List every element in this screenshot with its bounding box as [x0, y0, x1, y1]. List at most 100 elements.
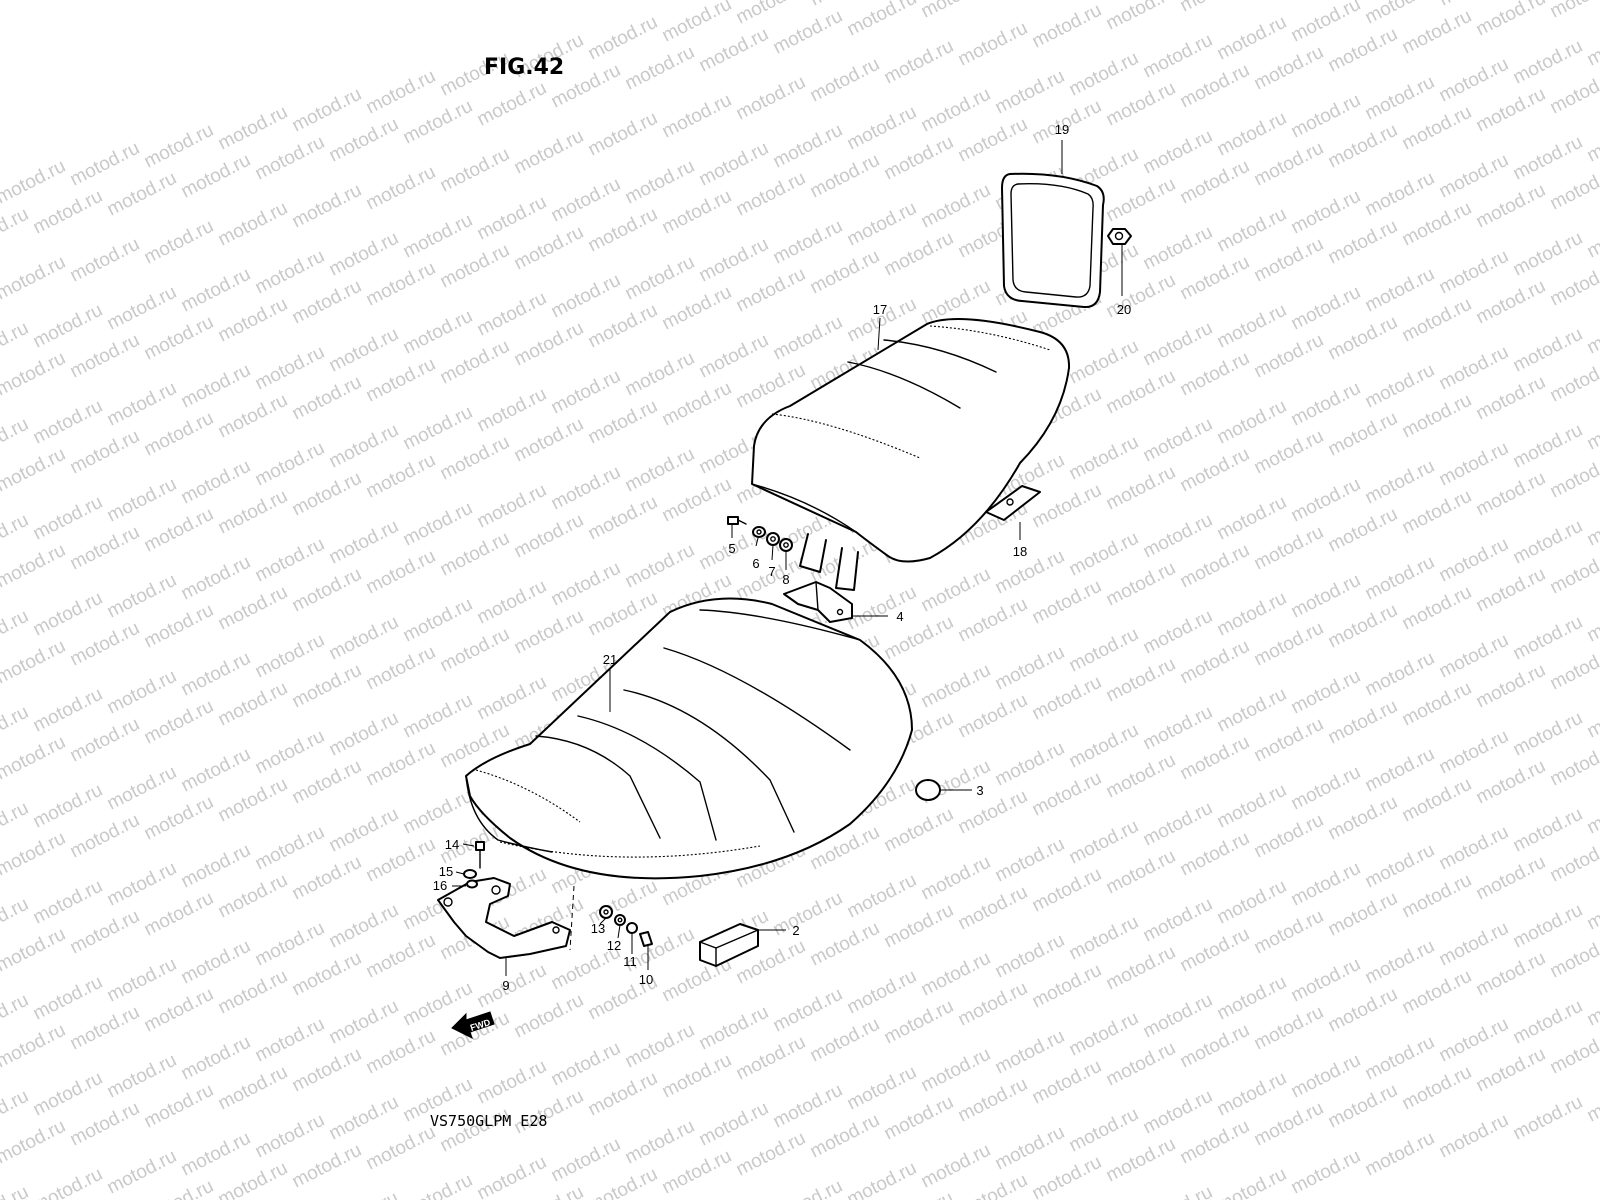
- watermark-text: motod.ru: [326, 228, 402, 281]
- watermark-text: motod.ru: [1399, 678, 1475, 731]
- watermark-text: motod.ru: [1362, 456, 1438, 509]
- watermark-text: motod.ru: [548, 462, 624, 515]
- watermark-text: motod.ru: [511, 990, 587, 1043]
- watermark-text: motod.ru: [1103, 366, 1179, 419]
- watermark-text: motod.ru: [0, 444, 69, 497]
- watermark-text: motod.ru: [1177, 1020, 1253, 1073]
- watermark-text: motod.ru: [1251, 42, 1327, 95]
- watermark-text: motod.ru: [30, 396, 106, 449]
- watermark-text: motod.ru: [955, 594, 1031, 647]
- watermark-text: motod.ru: [770, 1176, 846, 1200]
- callout-7: 7: [768, 564, 775, 579]
- watermark-text: motod.ru: [400, 594, 476, 647]
- callout-14: 14: [445, 837, 459, 852]
- watermark-text: motod.ru: [844, 198, 920, 251]
- watermark-text: motod.ru: [881, 612, 957, 665]
- watermark-text: motod.ru: [1066, 432, 1142, 485]
- callout-13: 13: [591, 921, 605, 936]
- watermark-text: motod.ru: [511, 126, 587, 179]
- watermark-text: motod.ru: [400, 690, 476, 743]
- watermark-text: motod.ru: [1436, 54, 1512, 107]
- watermark-text: motod.ru: [1473, 660, 1549, 713]
- watermark-text: motod.ru: [1288, 186, 1364, 239]
- watermark-text: motod.ru: [622, 540, 698, 593]
- watermark-text: motod.ru: [104, 954, 180, 1007]
- watermark-text: motod.ru: [1547, 738, 1600, 791]
- watermark-text: motod.ru: [67, 810, 143, 863]
- watermark-text: motod.ru: [289, 660, 365, 713]
- watermark-text: motod.ru: [1177, 0, 1253, 16]
- watermark-text: motod.ru: [0, 636, 69, 689]
- watermark-text: motod.ru: [1029, 1056, 1105, 1109]
- watermark-text: motod.ru: [1399, 102, 1475, 155]
- watermark-text: motod.ru: [1436, 918, 1512, 971]
- watermark-text: motod.ru: [400, 498, 476, 551]
- watermark-text: motod.ru: [1288, 282, 1364, 335]
- watermark-text: motod.ru: [1362, 936, 1438, 989]
- watermark-text: motod.ru: [1214, 492, 1290, 545]
- watermark-text: motod.ru: [1547, 354, 1600, 407]
- watermark-text: motod.ru: [326, 708, 402, 761]
- callout-2: 2: [792, 923, 799, 938]
- callout-21: 21: [603, 652, 617, 667]
- watermark-text: motod.ru: [1436, 822, 1512, 875]
- watermark-text: motod.ru: [363, 258, 439, 311]
- watermark-text: motod.ru: [992, 642, 1068, 695]
- watermark-text: motod.ru: [400, 306, 476, 359]
- watermark-text: motod.ru: [30, 1068, 106, 1121]
- callout-16: 16: [433, 878, 447, 893]
- watermark-text: motod.ru: [1214, 780, 1290, 833]
- watermark-text: motod.ru: [1399, 774, 1475, 827]
- watermark-text: motod.ru: [104, 168, 180, 221]
- watermark-text: motod.ru: [1325, 600, 1401, 653]
- watermark-text: motod.ru: [326, 420, 402, 473]
- watermark-text: motod.ru: [955, 786, 1031, 839]
- callout-4: 4: [896, 609, 903, 624]
- watermark-text: motod.ru: [696, 1098, 772, 1151]
- watermark-text: motod.ru: [1251, 138, 1327, 191]
- watermark-text: motod.ru: [1140, 606, 1216, 659]
- watermark-text: motod.ru: [67, 1002, 143, 1055]
- watermark-text: motod.ru: [696, 234, 772, 287]
- watermark-text: motod.ru: [1473, 852, 1549, 905]
- watermark-text: motod.ru: [1510, 804, 1586, 857]
- watermark-text: motod.ru: [807, 918, 883, 971]
- watermark-text: motod.ru: [289, 948, 365, 1001]
- watermark-text: motod.ru: [1214, 1068, 1290, 1121]
- watermark-text: motod.ru: [1103, 750, 1179, 803]
- watermark-text: motod.ru: [326, 114, 402, 167]
- watermark-text: motod.ru: [770, 312, 846, 365]
- watermark-text: motod.ru: [733, 1128, 809, 1181]
- watermark-text: motod.ru: [1214, 684, 1290, 737]
- watermark-text: motod.ru: [0, 204, 32, 257]
- watermark-text: motod.ru: [474, 672, 550, 725]
- watermark-text: motod.ru: [252, 438, 328, 491]
- watermark-text: motod.ru: [511, 414, 587, 467]
- watermark-text: motod.ru: [1399, 6, 1475, 59]
- watermark-text: motod.ru: [215, 198, 291, 251]
- watermark-text: motod.ru: [955, 1074, 1031, 1127]
- watermark-text: motod.ru: [1436, 150, 1512, 203]
- watermark-text: motod.ru: [178, 150, 254, 203]
- watermark-text: motod.ru: [1510, 420, 1586, 473]
- watermark-text: motod.ru: [0, 828, 69, 881]
- watermark-text: motod.ru: [289, 468, 365, 521]
- watermark-text: motod.ru: [141, 696, 217, 749]
- watermark-text: motod.ru: [1362, 72, 1438, 125]
- callout-12: 12: [607, 938, 621, 953]
- watermark-text: motod.ru: [30, 186, 106, 239]
- watermark-text: motod.ru: [1288, 378, 1364, 431]
- watermark-text: motod.ru: [1325, 24, 1401, 77]
- watermark-text: motod.ru: [0, 798, 32, 851]
- watermark-text: motod.ru: [1473, 276, 1549, 329]
- watermark-text: motod.ru: [1103, 654, 1179, 707]
- leader-lines: [452, 140, 1123, 976]
- watermark-text: motod.ru: [363, 354, 439, 407]
- watermark-text: motod.ru: [1029, 672, 1105, 725]
- watermark-text: motod.ru: [918, 1044, 994, 1097]
- watermark-text: motod.ru: [659, 1146, 735, 1199]
- watermark-text: motod.ru: [1547, 0, 1600, 22]
- watermark-text: motod.ru: [141, 216, 217, 269]
- seat-cap: [915, 779, 941, 801]
- watermark-text: motod.ru: [1584, 306, 1600, 359]
